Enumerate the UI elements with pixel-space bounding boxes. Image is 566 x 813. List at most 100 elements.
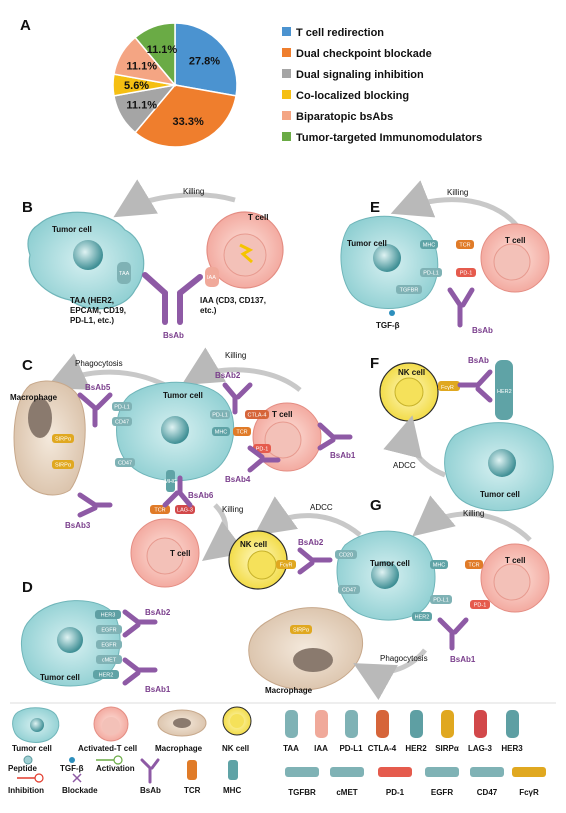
panel-label-b: B bbox=[22, 199, 33, 216]
d-her3 bbox=[95, 610, 121, 619]
g-cd20-label: CD20 bbox=[339, 553, 353, 559]
tumor-cell-label-g: Tumor cell bbox=[370, 559, 410, 568]
key-bsab: BsAb bbox=[140, 786, 161, 795]
bsab3-label: BsAb3 bbox=[65, 521, 91, 530]
d-her2 bbox=[93, 670, 119, 679]
tumor-cell-label-c: Tumor cell bbox=[163, 391, 203, 400]
macrophage-nucleus-g bbox=[293, 648, 333, 672]
bsab5-label: BsAb5 bbox=[85, 383, 111, 392]
c-tcr bbox=[233, 427, 251, 436]
bsab-c-group bbox=[77, 382, 353, 518]
panel-label-c: C bbox=[22, 357, 33, 374]
c-tcr-bottom-label: TCR bbox=[154, 508, 165, 514]
key-receptor-1 bbox=[315, 710, 328, 738]
c-cd47-lower bbox=[115, 458, 135, 467]
e-tgfbr-label: TGFBR bbox=[400, 288, 419, 294]
killing-label-b: Killing bbox=[183, 187, 204, 196]
key-receptor2-label-5: FcγR bbox=[519, 788, 539, 797]
iaa-receptor-b bbox=[205, 267, 219, 287]
key-tumor-cell: Tumor cell bbox=[12, 744, 52, 753]
c-sirpa-2 bbox=[52, 460, 74, 469]
bsab2-label-g: BsAb2 bbox=[298, 538, 324, 547]
macrophage-g bbox=[248, 607, 364, 691]
legend-swatch-0 bbox=[282, 27, 291, 36]
g-mhc-label: MHC bbox=[433, 563, 446, 569]
pie-label-1: 33.3% bbox=[173, 116, 204, 128]
tumor-nucleus-d bbox=[57, 627, 83, 653]
t-cell-label-b: T cell bbox=[248, 213, 268, 222]
key-receptor2-5 bbox=[512, 767, 546, 777]
killing-arrow-e bbox=[390, 180, 523, 232]
key-receptor2-label-3: EGFR bbox=[431, 788, 453, 797]
bsab1-label-c: BsAb1 bbox=[330, 451, 356, 460]
legend-swatch-2 bbox=[282, 69, 291, 78]
killing-arrow-c-top bbox=[181, 347, 302, 392]
d-egfr-2 bbox=[96, 640, 122, 649]
d-her2-label: HER2 bbox=[99, 673, 114, 679]
d-egfr-1 bbox=[96, 625, 122, 634]
e-pd1-label: PD-1 bbox=[460, 271, 473, 277]
legend-label-3: Co-localized blocking bbox=[296, 90, 409, 102]
key-mhc: MHC bbox=[223, 786, 241, 795]
killing-label-c-bottom: Killing bbox=[222, 505, 243, 514]
key-receptor2-label-0: TGFBR bbox=[288, 788, 316, 797]
bsab-f bbox=[457, 369, 493, 403]
macrophage-label-c: Macrophage bbox=[10, 393, 58, 402]
key-receptor2-1 bbox=[330, 767, 364, 777]
legend-swatch-3 bbox=[282, 90, 291, 99]
key-receptor-0 bbox=[285, 710, 298, 738]
killing-label-c-top: Killing bbox=[225, 351, 246, 360]
legend-label-2: Dual signaling inhibition bbox=[296, 69, 424, 81]
key-receptor-7 bbox=[506, 710, 519, 738]
key-receptor2-3 bbox=[425, 767, 459, 777]
killing-arrow-g bbox=[412, 495, 532, 542]
t-cell-c-nucleus bbox=[264, 421, 302, 459]
c-mhc-right bbox=[212, 427, 230, 436]
key-activation: Activation bbox=[96, 764, 135, 773]
e-tgfbr bbox=[396, 285, 422, 294]
e-pdl1-label: PD-L1 bbox=[423, 271, 439, 277]
pie-slice-5 bbox=[134, 22, 176, 88]
key-receptor2-4 bbox=[470, 767, 504, 777]
legend-label-4: Biparatopic bsAbs bbox=[296, 111, 393, 123]
e-tcr bbox=[456, 240, 474, 249]
e-pd1 bbox=[456, 268, 476, 277]
key-receptor2-label-2: PD-1 bbox=[386, 788, 405, 797]
iaa-label-b: IAA bbox=[207, 275, 216, 281]
c-cd47-lower-label: CD47 bbox=[118, 461, 132, 467]
c-pdl1-right bbox=[210, 410, 230, 419]
bsab1-label-d: BsAb1 bbox=[145, 685, 171, 694]
tumor-cell-label-f: Tumor cell bbox=[480, 490, 520, 499]
g-sirpa-label: SIRPα bbox=[293, 628, 310, 634]
d-egfr-1-label: EGFR bbox=[101, 628, 116, 634]
t-cell-label-c: T cell bbox=[272, 410, 292, 419]
d-cmet-label: cMET bbox=[102, 658, 117, 664]
bsab4-label: BsAb4 bbox=[225, 475, 251, 484]
tumor-nucleus-b bbox=[73, 240, 103, 270]
g-her2 bbox=[412, 612, 432, 621]
key-receptor-label-5: SIRPα bbox=[435, 744, 459, 753]
her2-receptor-f bbox=[495, 360, 513, 420]
g-tcr-label: TCR bbox=[468, 563, 479, 569]
t-cell-label-g: T cell bbox=[505, 556, 525, 565]
tumor-cell-label-b: Tumor cell bbox=[52, 225, 92, 234]
g-pd1-label: PD-1 bbox=[474, 603, 487, 609]
adcc-arrow-f bbox=[383, 415, 446, 478]
g-cd47-label: CD47 bbox=[342, 588, 356, 594]
g-tcr bbox=[465, 560, 483, 569]
nk-nucleus-f bbox=[394, 377, 424, 407]
key-activated-t-cell: Activated-T cell bbox=[78, 744, 137, 753]
tumor-nucleus-e bbox=[373, 244, 401, 272]
key-receptor2-label-4: CD47 bbox=[477, 788, 498, 797]
panel-label-g: G bbox=[370, 497, 382, 514]
t-cell-g-nucleus bbox=[493, 563, 531, 601]
panel-label-d: D bbox=[22, 579, 33, 596]
key-receptor-label-3: CTLA-4 bbox=[368, 744, 397, 753]
pie-label-5: 11.1% bbox=[147, 44, 178, 56]
legend-label-1: Dual checkpoint blockade bbox=[296, 48, 432, 60]
bsab-label-e: BsAb bbox=[472, 326, 493, 335]
